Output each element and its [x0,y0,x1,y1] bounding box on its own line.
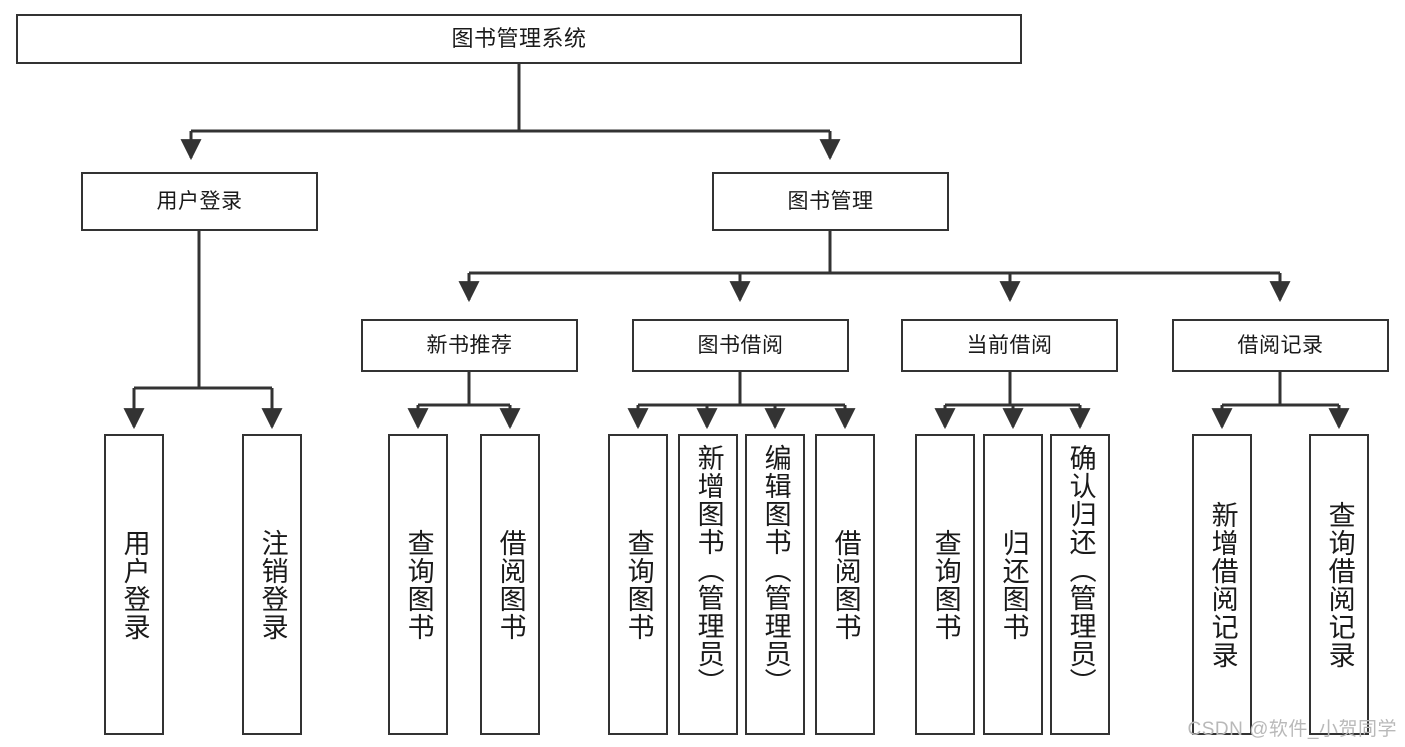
csdn-watermark: CSDN @软件_小贺同学 [1187,719,1397,740]
node-book-borrow[interactable]: 图书借阅 [632,319,849,372]
node-borrow-records[interactable]: 借阅记录 [1172,319,1389,372]
node-label: 查询借阅记录 [1324,500,1355,669]
node-label: 新增图书（管理员） [693,444,724,696]
leaf-records-add-borrow-record[interactable]: 新增借阅记录 [1192,434,1252,735]
node-book-management[interactable]: 图书管理 [712,172,949,231]
node-label: 查询图书 [403,528,434,641]
node-label: 新增借阅记录 [1207,500,1238,669]
node-label: 图书借阅 [697,334,784,357]
leaf-new-book-query-book[interactable]: 查询图书 [388,434,448,735]
node-label: 确认归还（管理员） [1065,444,1096,696]
leaf-new-book-borrow-book[interactable]: 借阅图书 [480,434,540,735]
leaf-user-login-login[interactable]: 用户登录 [104,434,164,735]
node-label: 查询图书 [930,528,961,641]
leaf-current-borrow-return-book[interactable]: 归还图书 [983,434,1043,735]
leaf-book-borrow-borrow-book[interactable]: 借阅图书 [815,434,875,735]
node-label: 当前借阅 [966,334,1053,357]
node-label: 归还图书 [998,528,1029,641]
leaf-current-borrow-confirm-return-admin[interactable]: 确认归还（管理员） [1050,434,1110,735]
node-label: 编辑图书（管理员） [760,444,791,696]
node-label: 查询图书 [623,528,654,641]
leaf-book-borrow-add-book-admin[interactable]: 新增图书（管理员） [678,434,738,735]
leaf-records-query-borrow-record[interactable]: 查询借阅记录 [1309,434,1369,735]
node-label: 图书管理 [787,190,874,213]
leaf-book-borrow-edit-book-admin[interactable]: 编辑图书（管理员） [745,434,805,735]
node-label: 用户登录 [156,190,243,213]
node-label: 用户登录 [119,528,150,641]
leaf-current-borrow-query-book[interactable]: 查询图书 [915,434,975,735]
leaf-book-borrow-query-book[interactable]: 查询图书 [608,434,668,735]
node-label: 借阅图书 [495,528,526,641]
node-user-login[interactable]: 用户登录 [81,172,318,231]
leaf-user-login-logout[interactable]: 注销登录 [242,434,302,735]
node-label: 借阅记录 [1237,334,1324,357]
node-current-borrow[interactable]: 当前借阅 [901,319,1118,372]
node-root-system[interactable]: 图书管理系统 [16,14,1022,64]
node-label: 新书推荐 [426,334,513,357]
node-new-book-recommend[interactable]: 新书推荐 [361,319,578,372]
node-label: 注销登录 [257,528,288,641]
node-label: 图书管理系统 [451,26,587,51]
node-label: 借阅图书 [830,528,861,641]
